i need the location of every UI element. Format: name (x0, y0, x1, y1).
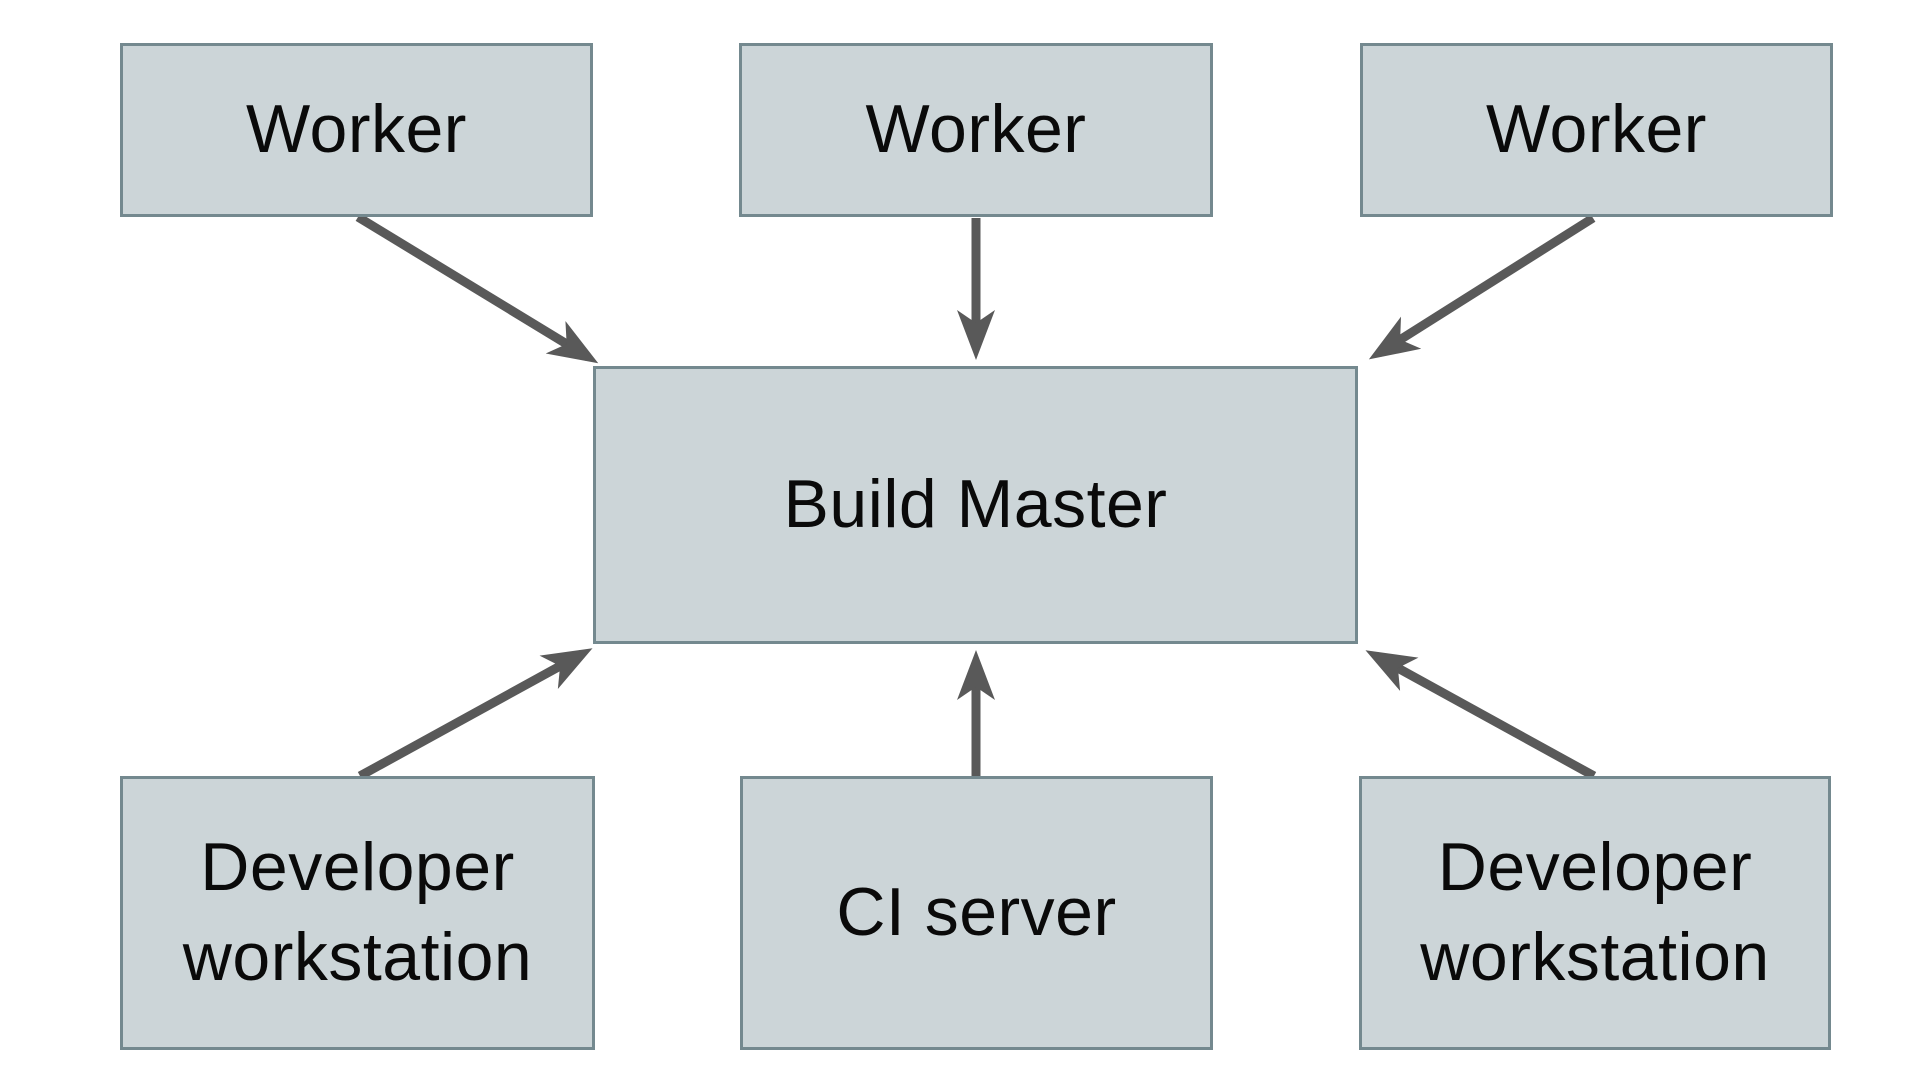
node-ci-server: CI server (740, 776, 1213, 1050)
node-worker-3: Worker (1360, 43, 1833, 217)
node-label: Worker (246, 91, 467, 168)
arrow-worker-1-to-build-master (355, 213, 599, 364)
node-label: Worker (1486, 91, 1707, 168)
arrow-dev-workstation-1-to-build-master (357, 648, 593, 780)
node-label: Developer workstation (182, 829, 533, 995)
node-worker-2: Worker (739, 43, 1213, 217)
arrow-dev-workstation-2-to-build-master (1365, 650, 1597, 780)
node-worker-1: Worker (120, 43, 593, 217)
node-developer-workstation-1: Developer workstation (120, 776, 595, 1050)
node-label: Build Master (783, 466, 1168, 543)
node-label: CI server (836, 874, 1117, 951)
arrow-worker-3-to-build-master (1368, 214, 1596, 360)
node-label: Developer workstation (1420, 829, 1770, 995)
node-build-master: Build Master (593, 366, 1358, 644)
node-developer-workstation-2: Developer workstation (1359, 776, 1831, 1050)
node-label: Worker (865, 91, 1087, 168)
